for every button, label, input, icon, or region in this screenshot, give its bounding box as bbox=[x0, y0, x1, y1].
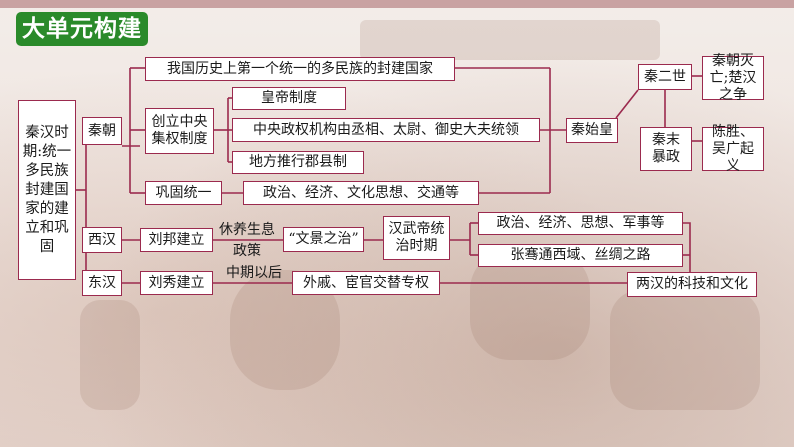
qin-top-label: 我国历史上第一个统一的多民族的封建国家 bbox=[167, 60, 433, 77]
dynasty-qin-label: 秦朝 bbox=[88, 122, 116, 139]
qin-consolidate-detail-label: 政治、经济、文化思想、交通等 bbox=[263, 184, 459, 201]
xihan-founder-box: 刘邦建立 bbox=[140, 228, 213, 252]
qinshihuang-box: 秦始皇 bbox=[566, 118, 618, 143]
qin-item-prefecture: 地方推行郡县制 bbox=[232, 151, 364, 174]
donghan-crisis-box: 外戚、宦官交替专权 bbox=[292, 271, 440, 295]
wenjing-box: “文景之治” bbox=[283, 227, 364, 252]
qin-item-central-label: 中央政权机构由丞相、太尉、御史大夫统领 bbox=[253, 121, 519, 138]
qin-consolidate-label: 巩固统一 bbox=[155, 184, 212, 201]
xihan-policy-label: 休养生息政策 bbox=[216, 220, 278, 262]
qin-consolidate-box: 巩固统一 bbox=[145, 181, 222, 205]
qinershi-box: 秦二世 bbox=[638, 64, 692, 90]
donghan-founder-label: 刘秀建立 bbox=[148, 274, 205, 291]
qin-consolidate-detail: 政治、经济、文化思想、交通等 bbox=[243, 181, 479, 205]
donghan-crisis-label: 外戚、宦官交替专权 bbox=[303, 274, 429, 291]
wudi-item-silkroad-label: 张骞通西域、丝绸之路 bbox=[510, 247, 651, 263]
uprising-label: 陈胜、吴广起义 bbox=[712, 123, 754, 174]
qin-item-emperor-label: 皇帝制度 bbox=[261, 90, 317, 106]
qinshihuang-label: 秦始皇 bbox=[571, 122, 613, 138]
wudi-label: 汉武帝统治时期 bbox=[388, 221, 445, 254]
page-title: 大单元构建 bbox=[22, 16, 142, 42]
xihan-founder-label: 刘邦建立 bbox=[148, 231, 205, 248]
donghan-period-text: 中期以后 bbox=[226, 265, 282, 281]
culture-label: 两汉的科技和文化 bbox=[636, 276, 748, 292]
qin-item-central: 中央政权机构由丞相、太尉、御史大夫统领 bbox=[232, 118, 540, 142]
dynasty-xihan: 西汉 bbox=[82, 227, 122, 253]
root-label: 秦汉时期:统一多民族封建国家的建立和巩固 bbox=[22, 124, 72, 255]
uprising-box: 陈胜、吴广起义 bbox=[702, 124, 764, 174]
dynasty-qin: 秦朝 bbox=[82, 117, 122, 145]
qin-system-label: 创立中央集权制度 bbox=[151, 114, 208, 147]
qin-item-emperor: 皇帝制度 bbox=[232, 87, 346, 110]
title-badge: 大单元构建 bbox=[16, 12, 148, 46]
wudi-item-policy: 政治、经济、思想、军事等 bbox=[478, 212, 683, 235]
culture-box: 两汉的科技和文化 bbox=[627, 272, 757, 297]
dynasty-xihan-label: 西汉 bbox=[88, 231, 116, 248]
dynasty-donghan-label: 东汉 bbox=[88, 274, 116, 291]
qin-top-box: 我国历史上第一个统一的多民族的封建国家 bbox=[145, 57, 455, 81]
donghan-founder-box: 刘秀建立 bbox=[140, 271, 213, 295]
dynasty-donghan: 东汉 bbox=[82, 270, 122, 296]
qin-system-box: 创立中央集权制度 bbox=[145, 108, 214, 154]
collapse-label: 秦朝灭亡;楚汉之争 bbox=[709, 52, 757, 103]
wudi-item-silkroad: 张骞通西域、丝绸之路 bbox=[478, 244, 683, 267]
wudi-box: 汉武帝统治时期 bbox=[383, 216, 450, 260]
qin-item-prefecture-label: 地方推行郡县制 bbox=[249, 154, 347, 170]
collapse-box: 秦朝灭亡;楚汉之争 bbox=[702, 53, 764, 103]
tyranny-label: 秦末暴政 bbox=[652, 132, 680, 165]
xihan-policy-text: 休养生息政策 bbox=[219, 222, 275, 259]
top-band bbox=[0, 0, 794, 8]
qinershi-label: 秦二世 bbox=[644, 68, 686, 85]
donghan-period-label: 中期以后 bbox=[219, 265, 289, 282]
wenjing-label: “文景之治” bbox=[288, 231, 359, 247]
wudi-item-policy-label: 政治、经济、思想、军事等 bbox=[496, 215, 665, 231]
root-node: 秦汉时期:统一多民族封建国家的建立和巩固 bbox=[18, 100, 76, 280]
tyranny-box: 秦末暴政 bbox=[640, 127, 692, 171]
